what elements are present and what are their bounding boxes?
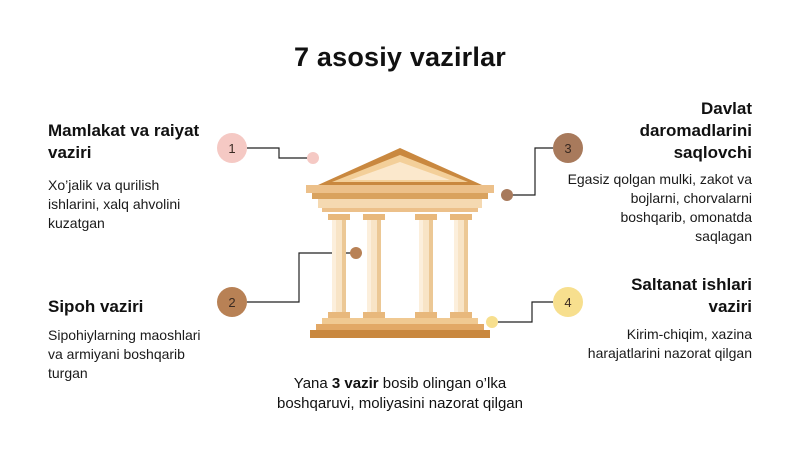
item-2-heading: Sipoh vaziri (48, 297, 144, 316)
number-badge-3: 3 (553, 133, 583, 163)
bottom-note-after: bosib olingan o’lka boshqaruvi, moliyasi… (277, 375, 523, 412)
number-badge-4: 4 (553, 287, 583, 317)
item-1-heading: Mamlakat va raiyat vaziri (48, 121, 200, 162)
connector-dot-4 (486, 316, 498, 328)
item-3-heading: Davlat daromadlarini saqlovchi (639, 99, 752, 162)
temple-icon (306, 148, 494, 338)
number-badge-1: 1 (217, 133, 247, 163)
number-badge-2-label: 2 (228, 294, 236, 310)
connector-line-2 (247, 252, 356, 303)
number-badge-1-label: 1 (228, 140, 236, 156)
bottom-note: Yana 3 vazir bosib olingan o’lka boshqar… (270, 374, 530, 414)
connector-dot-1 (307, 152, 319, 164)
connector-dot-3 (501, 189, 513, 201)
item-4-heading: Saltanat ishlari vaziri (631, 275, 752, 316)
connector-line-1 (247, 147, 313, 159)
item-4-description: Kirim-chiqim, xazina harajatlarini nazor… (587, 326, 752, 361)
connector-line-3 (507, 147, 553, 196)
item-3-description: Egasiz qolgan mulki, zakot va bojlarni, … (567, 171, 752, 244)
connector-line-4 (492, 301, 553, 323)
number-badge-2: 2 (217, 287, 247, 317)
number-badge-4-label: 4 (564, 294, 572, 310)
bottom-note-before: Yana (293, 375, 332, 392)
number-badge-3-label: 3 (564, 140, 572, 156)
item-2-description: Sipohiylarning maoshlari va armiyani bos… (48, 327, 201, 381)
page-title: 7 asosiy vazirlar (293, 42, 507, 72)
connector-dot-2 (350, 247, 362, 259)
bottom-note-bold: 3 vazir (331, 375, 379, 392)
item-1-description: Xo’jalik va qurilish ishlarini, xalq ahv… (48, 177, 181, 231)
